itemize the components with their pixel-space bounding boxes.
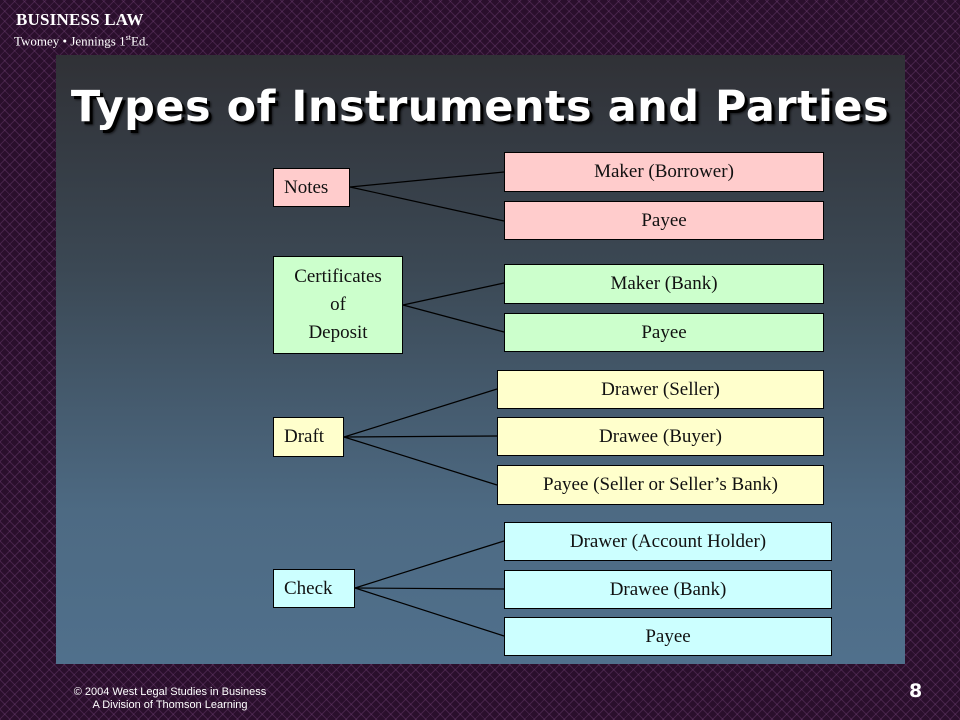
edition-suffix: Ed.	[130, 33, 149, 49]
connector-notes-maker	[349, 171, 505, 188]
instrument-certificates-of-deposit: Certificates of Deposit	[273, 256, 403, 354]
cd-label-line-3: Deposit	[308, 322, 368, 343]
authors-text: Twomey • Jennings 1	[14, 33, 126, 49]
connector-draft-drawee	[343, 435, 498, 438]
connector-check-drawee	[354, 587, 505, 590]
party-notes-payee: Payee	[504, 201, 824, 240]
party-check-payee: Payee	[504, 617, 832, 656]
party-cd-maker: Maker (Bank)	[504, 264, 824, 304]
party-cd-payee: Payee	[504, 313, 824, 352]
course-title: BUSINESS LAW	[16, 10, 144, 29]
copyright-notice: © 2004 West Legal Studies in Business A …	[20, 686, 320, 712]
connector-draft-drawer	[343, 388, 498, 438]
page-number: 8	[909, 680, 923, 702]
instrument-notes: Notes	[273, 168, 350, 207]
edition-superscript: st	[125, 33, 131, 42]
cd-label-line-2: of	[330, 294, 346, 315]
party-check-drawer: Drawer (Account Holder)	[504, 522, 832, 561]
connector-draft-payee	[343, 436, 498, 486]
slide-title: Types of Instruments and Parties	[70, 82, 890, 132]
instrument-draft: Draft	[273, 417, 344, 457]
party-draft-drawer: Drawer (Seller)	[497, 370, 824, 409]
copyright-line-1: © 2004 West Legal Studies in Business	[73, 686, 267, 698]
party-draft-payee: Payee (Seller or Seller’s Bank)	[497, 465, 824, 505]
connector-cd-maker	[402, 282, 505, 306]
connector-cd-payee	[402, 304, 505, 333]
connector-notes-payee	[349, 186, 505, 222]
connector-check-payee	[354, 587, 505, 637]
party-draft-drawee: Drawee (Buyer)	[497, 417, 824, 456]
cd-label-line-1: Certificates	[294, 266, 382, 287]
instrument-check: Check	[273, 569, 355, 608]
connector-check-drawer	[354, 540, 505, 589]
party-check-drawee: Drawee (Bank)	[504, 570, 832, 609]
copyright-line-2: A Division of Thomson Learning	[92, 699, 248, 711]
course-authors: Twomey • Jennings 1stEd.	[14, 33, 149, 49]
party-notes-maker: Maker (Borrower)	[504, 152, 824, 192]
